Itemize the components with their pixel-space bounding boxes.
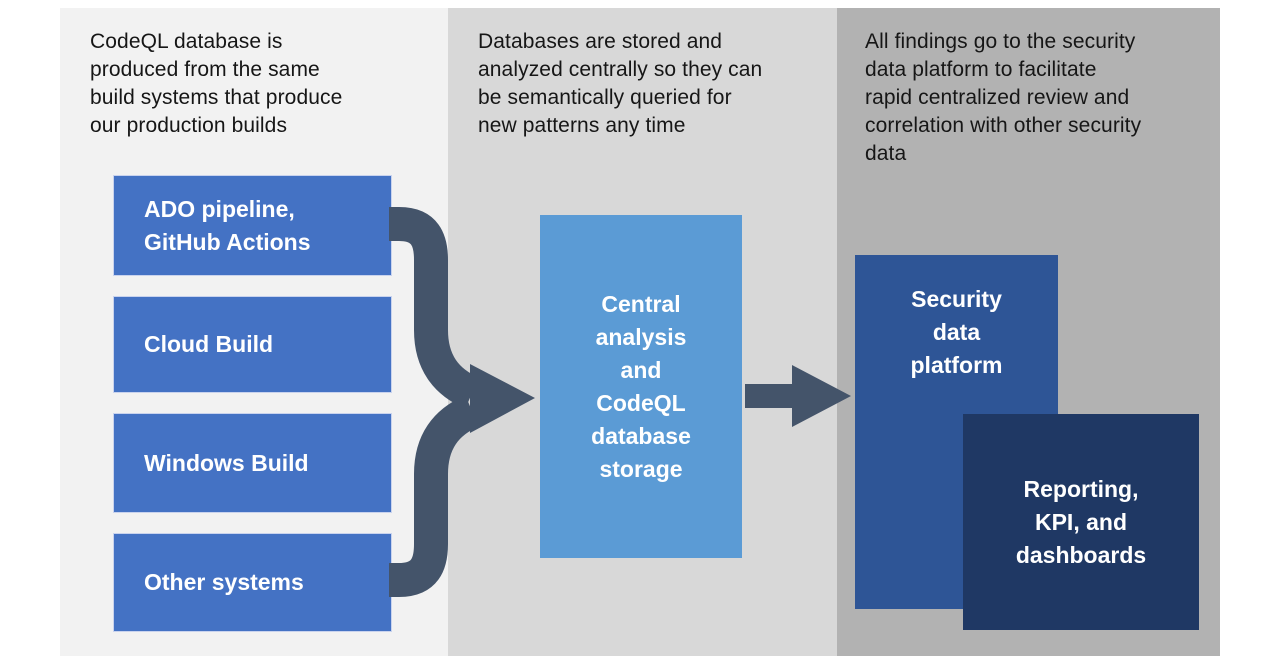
box-label: Windows Build bbox=[144, 449, 309, 476]
box-central-analysis-storage: Central analysis and CodeQL database sto… bbox=[540, 215, 742, 558]
box-reporting-kpi-dashboards: Reporting, KPI, and dashboards bbox=[963, 414, 1199, 630]
box-label: Other systems bbox=[144, 569, 304, 595]
box-label: Reporting, KPI, and dashboards bbox=[1015, 475, 1147, 568]
box-other-systems: Other systems bbox=[113, 533, 392, 632]
box-windows-build: Windows Build bbox=[113, 413, 392, 513]
box-ado-pipeline-github-actions: ADO pipeline, GitHub Actions bbox=[113, 175, 392, 276]
central-analysis-caption: Databases are stored and analyzed centra… bbox=[478, 30, 763, 137]
box-label: Security data platform bbox=[910, 286, 1003, 378]
security-platform-caption: All findings go to the security data pla… bbox=[865, 30, 1142, 165]
box-label: ADO pipeline, GitHub Actions bbox=[144, 195, 311, 255]
box-cloud-build: Cloud Build bbox=[113, 296, 392, 393]
box-label: Cloud Build bbox=[144, 331, 274, 357]
build-systems-caption: CodeQL database is produced from the sam… bbox=[90, 30, 343, 137]
box-label: Central analysis and CodeQL database sto… bbox=[591, 290, 691, 482]
